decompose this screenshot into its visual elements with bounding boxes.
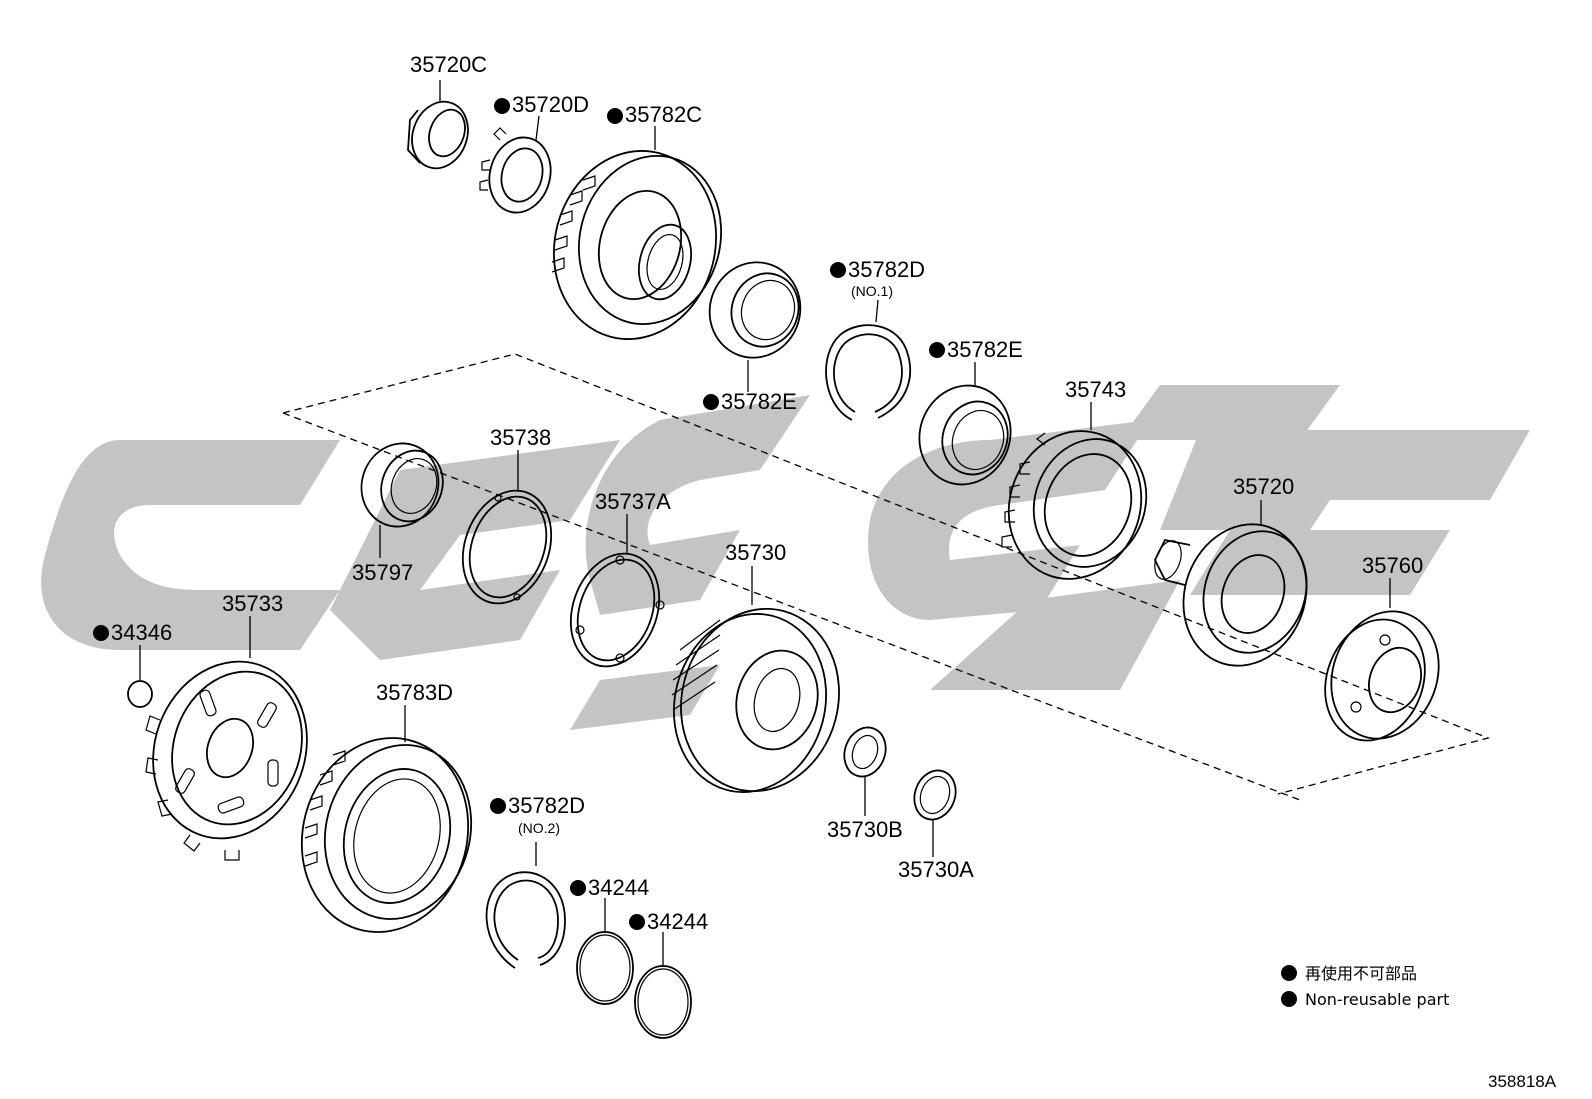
non-reusable-icon [703, 394, 719, 410]
non-reusable-icon [830, 262, 846, 278]
non-reusable-icon [93, 625, 109, 641]
part-label-35782c: 35782C [625, 102, 702, 127]
part-note-35782d-1: (NO.1) [851, 283, 893, 299]
part-label-35720: 35720 [1233, 474, 1294, 499]
part-label-35743: 35743 [1065, 377, 1126, 402]
bearing-35782e-1 [708, 261, 802, 359]
part-label-35730b: 35730B [827, 817, 903, 842]
nut-35720c [407, 98, 469, 170]
ring-gear-35783d [300, 737, 473, 933]
legend-bullet-icon [1281, 965, 1297, 981]
o-ring-34346 [127, 680, 153, 708]
non-reusable-icon [629, 914, 645, 930]
part-label-35738: 35738 [490, 425, 551, 450]
legend-bullet-icon [1281, 991, 1297, 1007]
part-label-35782d-2: 35782D [508, 793, 585, 818]
legend: 再使用不可部品 Non-reusable part [1281, 964, 1449, 1009]
snap-ring-35782d-1 [825, 324, 912, 421]
sprocket-35733 [145, 660, 308, 861]
o-ring-34244-a [576, 931, 634, 1005]
part-label-35783d: 35783D [376, 680, 453, 705]
thrust-washer-35738 [461, 489, 553, 605]
part-label-35782e-2: 35782E [947, 337, 1023, 362]
lock-washer-35720d [479, 127, 552, 214]
legend-jp-label: 再使用不可部品 [1305, 964, 1417, 983]
o-ring-34244-b [634, 965, 692, 1039]
part-label-35720c: 35720C [410, 52, 487, 77]
thrust-washer-35737a [569, 552, 665, 668]
part-label-35782d-1: 35782D [848, 257, 925, 282]
snap-ring-35782d-2 [485, 871, 566, 969]
part-label-35760: 35760 [1362, 553, 1423, 578]
part-label-35730a: 35730A [898, 857, 974, 882]
needle-bearing-35797 [360, 442, 444, 528]
output-shaft-35720 [1153, 523, 1308, 667]
washer-35730b [843, 726, 887, 778]
part-label-34244-a: 34244 [588, 875, 649, 900]
part-labels: 35720C 35720D 35782C 35782D (NO.1) 35782… [93, 52, 1423, 934]
legend-en-label: Non-reusable part [1305, 990, 1449, 1009]
drawing-code: 358818A [1488, 1072, 1557, 1091]
carrier-35760 [1324, 610, 1440, 742]
assembly-boundary-inner [282, 412, 1301, 801]
ring-gear-35782c [551, 150, 723, 340]
part-label-35797: 35797 [352, 560, 413, 585]
part-label-35720d: 35720D [512, 92, 589, 117]
non-reusable-icon [607, 108, 623, 124]
ring-gear-35743 [1001, 430, 1148, 580]
non-reusable-icon [490, 798, 506, 814]
part-label-35730: 35730 [725, 540, 786, 565]
part-note-35782d-2: (NO.2) [518, 820, 560, 836]
part-label-34346: 34346 [111, 620, 172, 645]
part-label-35782e-1: 35782E [721, 389, 797, 414]
non-reusable-icon [929, 342, 945, 358]
part-label-35733: 35733 [222, 591, 283, 616]
non-reusable-icon [494, 98, 510, 114]
leader-lines [139, 80, 1391, 966]
bearing-35782e-2 [918, 384, 1012, 486]
non-reusable-icon [570, 880, 586, 896]
part-label-35737a: 35737A [595, 489, 671, 514]
part-label-34244-b: 34244 [647, 909, 708, 934]
washer-35730a [913, 769, 957, 821]
clutch-drum-35730 [671, 607, 840, 793]
